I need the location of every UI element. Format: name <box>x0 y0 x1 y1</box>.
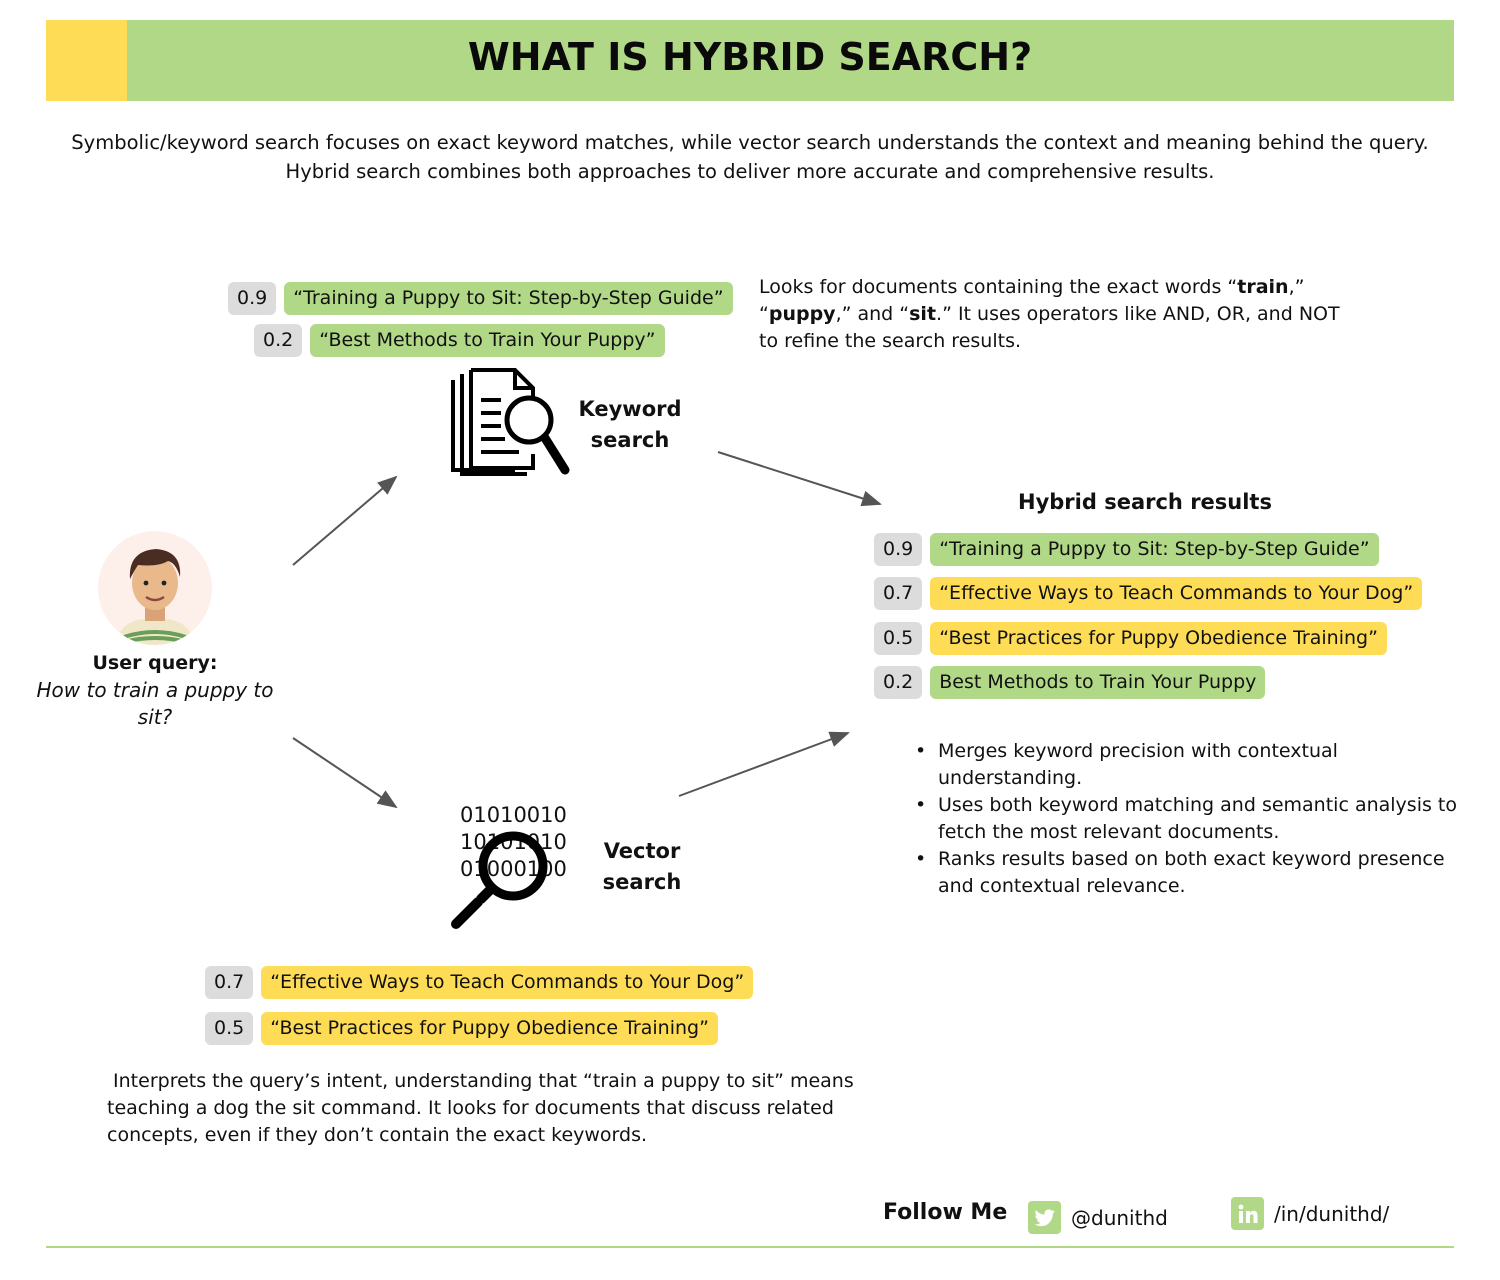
score-badge: 0.2 <box>254 324 303 357</box>
hybrid-result-row: 0.5 “Best Practices for Puppy Obedience … <box>874 622 1387 655</box>
hybrid-results-title: Hybrid search results <box>1018 490 1272 514</box>
user-query-block: User query: How to train a puppy to sit? <box>20 650 290 731</box>
arrow-user-to-keyword <box>292 475 398 566</box>
twitter-handle: @dunithd <box>1071 1205 1168 1230</box>
score-badge: 0.9 <box>228 282 277 315</box>
hybrid-result-row: 0.7 “Effective Ways to Teach Commands to… <box>874 577 1423 610</box>
user-avatar <box>98 531 212 645</box>
list-item: • Merges keyword precision with contextu… <box>915 740 1338 789</box>
vector-result-row: 0.5 “Best Practices for Puppy Obedience … <box>205 1012 718 1045</box>
score-badge: 0.7 <box>874 577 923 610</box>
follow-me-label: Follow Me <box>883 1200 1008 1225</box>
twitter-icon <box>1028 1201 1061 1234</box>
keyword-search-label: Keyword search <box>578 397 682 452</box>
result-chip: “Best Methods to Train Your Puppy” <box>310 324 665 357</box>
linkedin-icon <box>1231 1197 1264 1230</box>
result-chip: Best Methods to Train Your Puppy <box>930 666 1266 699</box>
arrow-vector-to-hybrid <box>678 731 850 797</box>
list-item: • Ranks results based on both exact keyw… <box>915 848 1445 897</box>
header-banner: WHAT IS HYBRID SEARCH? <box>46 20 1454 101</box>
vector-description: Interprets the query’s intent, understan… <box>107 1070 854 1146</box>
list-item: • Uses both keyword matching and semanti… <box>915 794 1457 843</box>
score-badge: 0.5 <box>205 1012 254 1045</box>
result-chip: “Training a Puppy to Sit: Step-by-Step G… <box>284 282 733 315</box>
score-badge: 0.7 <box>205 966 254 999</box>
result-chip: “Best Practices for Puppy Obedience Trai… <box>261 1012 718 1045</box>
result-chip: “Effective Ways to Teach Commands to You… <box>930 577 1423 610</box>
linkedin-handle: /in/dunithd/ <box>1274 1201 1390 1226</box>
score-badge: 0.5 <box>874 622 923 655</box>
vector-result-row: 0.7 “Effective Ways to Teach Commands to… <box>205 966 754 999</box>
magnifier-icon <box>451 831 548 929</box>
header-accent-block <box>46 20 127 101</box>
keyword-result-row: 0.9 “Training a Puppy to Sit: Step-by-St… <box>228 282 733 315</box>
page-title: WHAT IS HYBRID SEARCH? <box>467 35 1033 79</box>
hybrid-benefits-list: • Merges keyword precision with contextu… <box>915 738 1475 900</box>
hybrid-result-row: 0.2 Best Methods to Train Your Puppy <box>874 666 1266 699</box>
arrow-keyword-to-hybrid <box>717 451 882 507</box>
result-chip: “Effective Ways to Teach Commands to You… <box>261 966 754 999</box>
twitter-link[interactable]: @dunithd <box>1028 1201 1168 1234</box>
result-chip: “Best Practices for Puppy Obedience Trai… <box>930 622 1387 655</box>
vector-search-label: Vector search <box>602 839 682 894</box>
user-query-label: User query: <box>92 652 218 674</box>
user-query-text: How to train a puppy to sit? <box>36 678 274 729</box>
person-icon <box>116 549 194 645</box>
hybrid-result-row: 0.9 “Training a Puppy to Sit: Step-by-St… <box>874 533 1379 566</box>
document-search-icon <box>451 368 570 476</box>
score-badge: 0.2 <box>874 666 923 699</box>
score-badge: 0.9 <box>874 533 923 566</box>
keyword-description: Looks for documents containing the exact… <box>759 276 1340 352</box>
linkedin-link[interactable]: /in/dunithd/ <box>1231 1197 1389 1230</box>
intro-text: Symbolic/keyword search focuses on exact… <box>71 131 1429 183</box>
binary-digits: 01010010 10101010 01000100 <box>460 803 567 881</box>
keyword-result-row: 0.2 “Best Methods to Train Your Puppy” <box>254 324 665 357</box>
arrow-user-to-vector <box>292 737 398 809</box>
footer-divider <box>46 1246 1454 1248</box>
result-chip: “Training a Puppy to Sit: Step-by-Step G… <box>930 533 1379 566</box>
